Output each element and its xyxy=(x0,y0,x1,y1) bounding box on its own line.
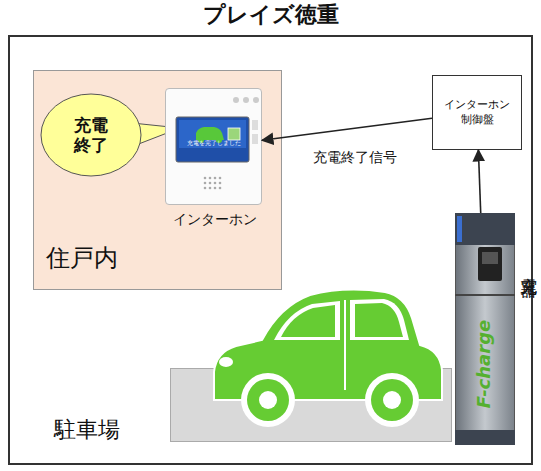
intercom-screen xyxy=(176,117,249,162)
charger-top xyxy=(455,213,515,245)
car-window xyxy=(350,299,409,340)
node-sublabel: F-charge xyxy=(473,309,495,419)
grille-dot xyxy=(204,182,207,185)
intercom-button xyxy=(243,97,249,103)
grille-dot xyxy=(209,177,212,180)
car-wheel xyxy=(371,379,413,421)
grille-dot xyxy=(214,182,217,185)
charger-details xyxy=(455,213,515,445)
intercom-button xyxy=(252,134,258,144)
charger-box: 充電器F-charge xyxy=(455,213,515,445)
grille-dot xyxy=(219,182,222,185)
screen-car-wheel xyxy=(198,137,204,143)
grille-dot xyxy=(219,187,222,190)
node-label: 充電器 xyxy=(518,264,539,270)
car-headlight xyxy=(219,357,233,367)
car-window-inner xyxy=(355,303,403,337)
intercom-box: 充電を完了しましたインターホン xyxy=(165,88,262,205)
speaker-grille xyxy=(204,177,222,190)
edge-label: 充電終了信号 xyxy=(313,149,397,167)
node-label: 住戸内 xyxy=(46,243,118,273)
intercom-button xyxy=(253,97,259,103)
wheel-arch xyxy=(365,373,419,427)
charger-panel xyxy=(478,247,502,281)
car-wheel xyxy=(247,379,289,421)
screen-car-wheel xyxy=(216,137,222,143)
parking-area: 駐車場 xyxy=(170,368,452,442)
screen-car-icon xyxy=(196,127,224,140)
car-body xyxy=(214,290,442,400)
car-door-line xyxy=(344,300,346,390)
screen-panel xyxy=(179,120,246,148)
speech-bubble: 充電 終了 xyxy=(40,93,142,177)
building-box: プレイズ徳重住戸内充電 終了充電を完了しましたインターホンインターホン 制御盤充… xyxy=(8,35,533,465)
node-sublabel: インターホン xyxy=(156,211,273,229)
intercom-button xyxy=(252,120,258,130)
screen-charge-icon xyxy=(228,128,240,140)
wheel-hub xyxy=(259,391,277,409)
grille-dot xyxy=(209,187,212,190)
node-label: 充電 終了 xyxy=(72,115,110,155)
intercom-device xyxy=(176,97,259,189)
node-label: 駐車場 xyxy=(54,416,120,444)
control-panel-box: インターホン 制御盤 xyxy=(432,75,522,150)
wheel-hub xyxy=(383,391,401,409)
charger-seam xyxy=(455,294,515,296)
intercom-button xyxy=(233,97,239,103)
charger-stripe xyxy=(457,216,462,242)
car-window-inner xyxy=(281,305,335,337)
grille-dot xyxy=(214,177,217,180)
electric-car xyxy=(214,290,442,427)
car-window xyxy=(274,301,340,340)
signal-arrow xyxy=(478,150,480,213)
grille-dot xyxy=(204,177,207,180)
charger-base xyxy=(455,430,515,445)
charger-display xyxy=(482,252,498,264)
grille-dot xyxy=(209,182,212,185)
grille-dot xyxy=(219,177,222,180)
bubble-ellipse xyxy=(41,94,141,176)
grille-dot xyxy=(214,187,217,190)
signal-arrow xyxy=(262,118,432,140)
wheel-arch xyxy=(241,373,295,427)
node-label: プレイズ徳重 xyxy=(10,1,531,29)
dwelling-box: 住戸内充電 終了充電を完了しましたインターホン xyxy=(33,70,282,290)
node-label: インターホン 制御盤 xyxy=(442,97,512,127)
grille-dot xyxy=(204,187,207,190)
node-label: 充電を完了しました xyxy=(178,139,250,147)
